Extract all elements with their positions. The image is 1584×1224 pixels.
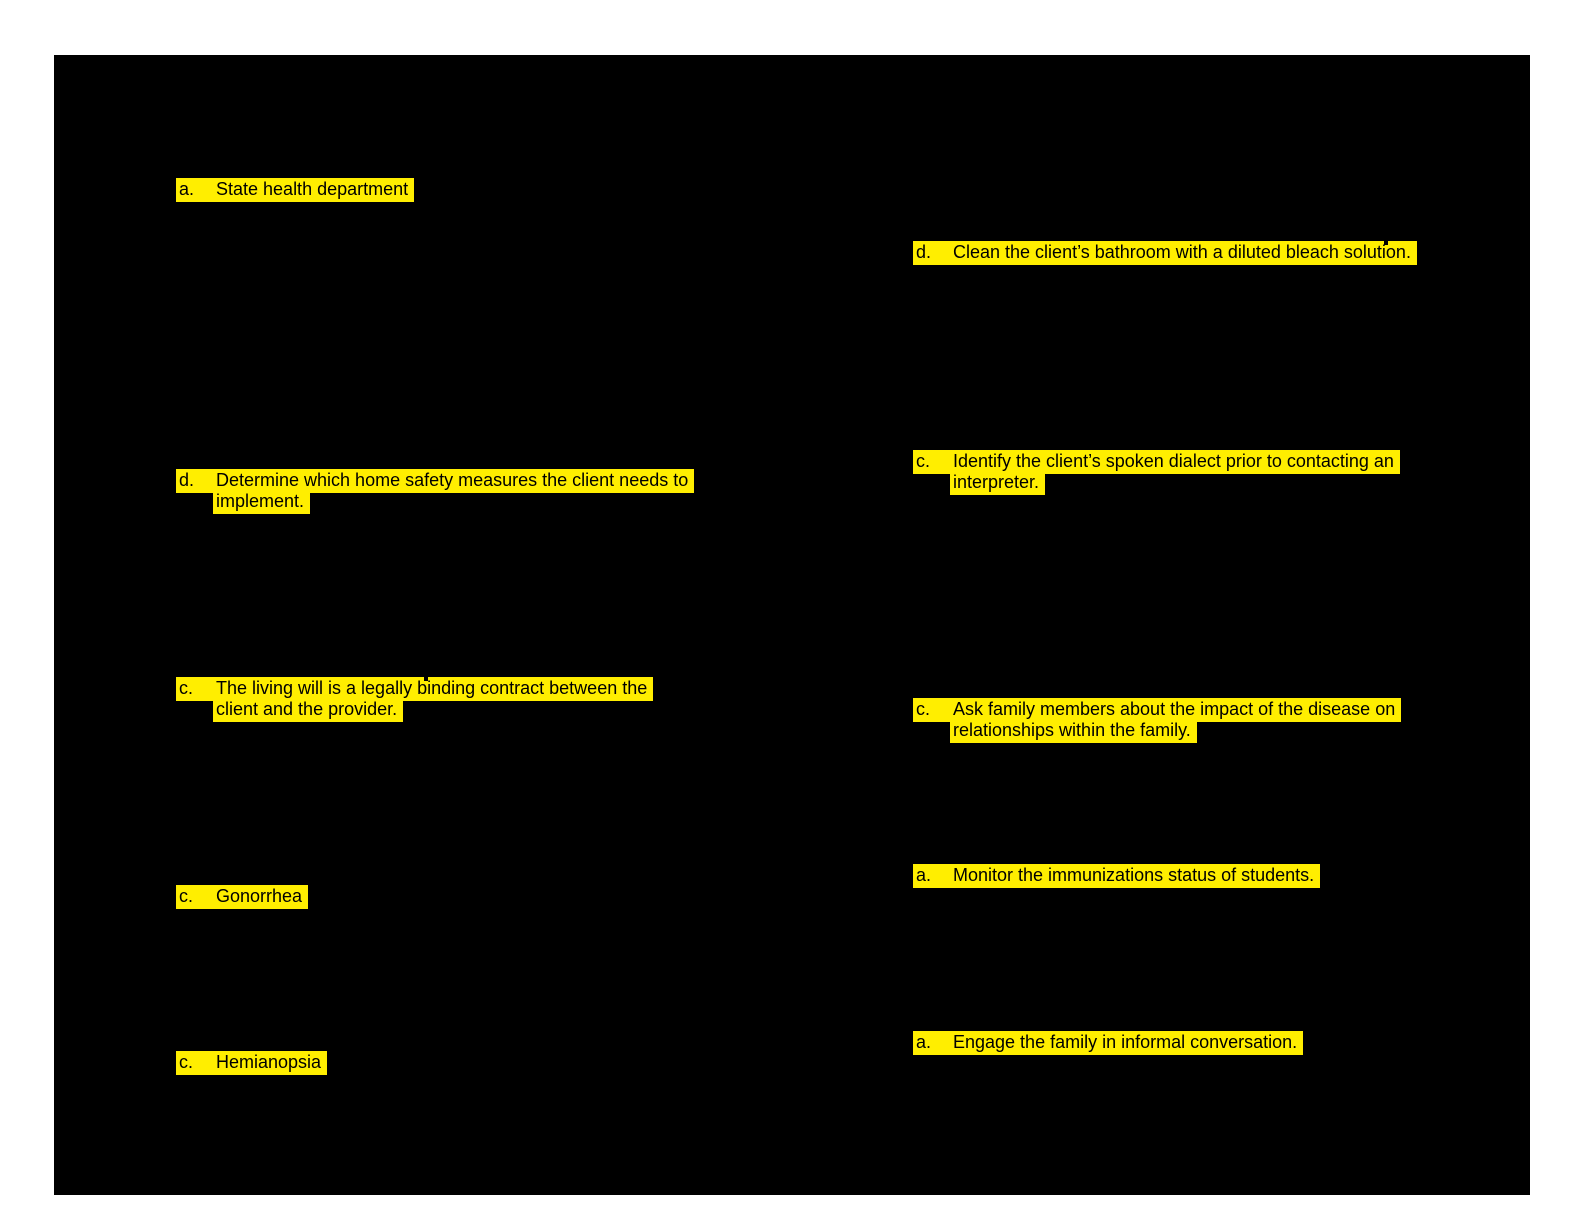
highlighted-answer: d. Determine which home safety measures t… [176, 469, 695, 514]
answer-line: implement. [213, 490, 694, 514]
answer-text: Hemianopsia [216, 1052, 322, 1072]
answer-line: a. Engage the family in informal conversa… [913, 1031, 1304, 1055]
descender-artifact [1384, 237, 1388, 245]
answer-letter: c. [179, 1052, 194, 1072]
highlighted-answer: d. Clean the client’s bathroom with a dil… [913, 241, 1417, 265]
answer-line: c. Identify the client’s spoken dialect p… [913, 450, 1400, 474]
descender-artifact [424, 673, 428, 681]
answer-line: a. State health department [176, 178, 415, 202]
answer-line: c. Gonorrhea [176, 885, 309, 909]
answer-letter: d. [916, 242, 932, 262]
highlighted-answer: a. Engage the family in informal conversa… [913, 1031, 1304, 1055]
answer-line: c. Ask family members about the impact of… [913, 698, 1402, 722]
highlighted-answer: c. The living will is a legally binding c… [176, 677, 654, 722]
answer-text: Clean the client’s bathroom with a dilut… [953, 242, 1411, 262]
answer-letter: c. [179, 678, 194, 698]
answer-line: a. Monitor the immunizations status of st… [913, 864, 1321, 888]
highlighted-answer: c. Identify the client’s spoken dialect p… [913, 450, 1400, 495]
answer-letter: c. [916, 699, 931, 719]
answer-letter: a. [916, 1032, 932, 1052]
answer-line: interpreter. [950, 471, 1400, 495]
answer-letter: a. [179, 179, 195, 199]
highlighted-answer: a. Monitor the immunizations status of st… [913, 864, 1321, 888]
highlighted-answer: c. Hemianopsia [176, 1051, 328, 1075]
answer-text: interpreter. [953, 472, 1040, 492]
answer-letter: c. [916, 451, 931, 471]
answer-line: relationships within the family. [950, 719, 1401, 743]
document-page: a. State health department d. Clean the cl… [54, 55, 1530, 1195]
answer-text: The living will is a legally binding con… [216, 678, 648, 698]
highlighted-answer: c. Ask family members about the impact of… [913, 698, 1402, 743]
answer-line: d. Clean the client’s bathroom with a dil… [913, 241, 1417, 265]
answer-text: Engage the family in informal conversati… [953, 1032, 1298, 1052]
answer-line: c. The living will is a legally binding c… [176, 677, 654, 701]
answer-line: c. Hemianopsia [176, 1051, 328, 1075]
answer-text: client and the provider. [216, 699, 398, 719]
answer-text: State health department [216, 179, 409, 199]
answer-line: client and the provider. [213, 698, 653, 722]
answer-text: Monitor the immunizations status of stud… [953, 865, 1315, 885]
highlighted-answer: c. Gonorrhea [176, 885, 309, 909]
answer-text: Determine which home safety measures the… [216, 470, 689, 490]
answer-text: Ask family members about the impact of t… [953, 699, 1396, 719]
highlighted-answer: a. State health department [176, 178, 415, 202]
answer-text: implement. [216, 491, 305, 511]
answer-text: Identify the client’s spoken dialect pri… [953, 451, 1394, 471]
answer-text: Gonorrhea [216, 886, 303, 906]
answer-line: d. Determine which home safety measures t… [176, 469, 695, 493]
answer-letter: d. [179, 470, 195, 490]
answer-letter: c. [179, 886, 194, 906]
answer-letter: a. [916, 865, 932, 885]
answer-text: relationships within the family. [953, 720, 1191, 740]
